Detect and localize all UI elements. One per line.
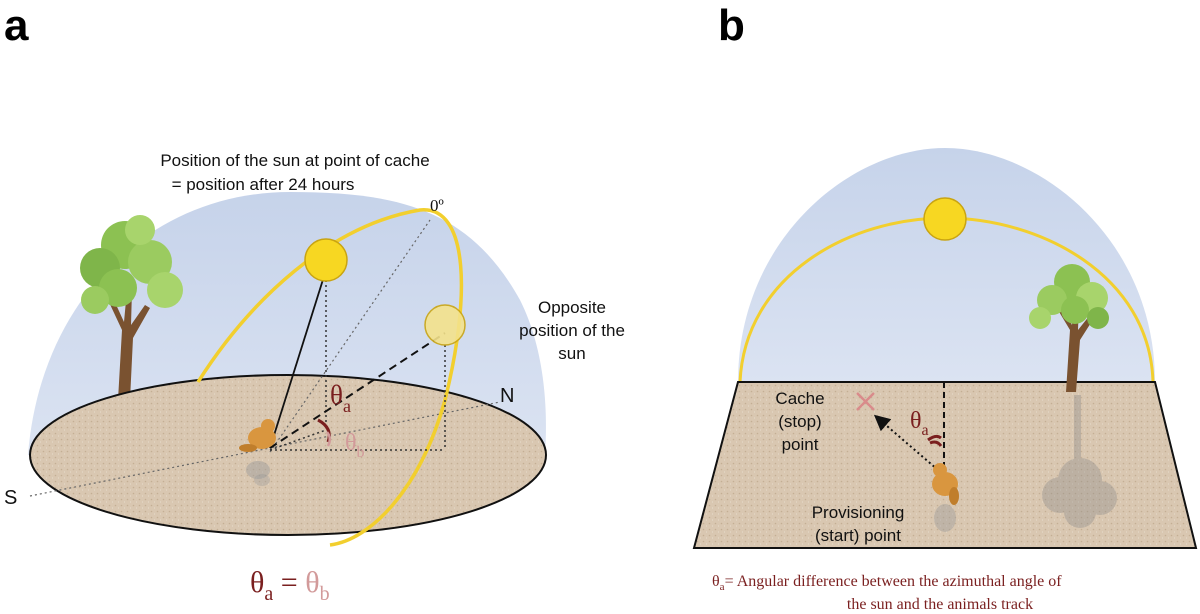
zero-degree-label: 0º [430,196,444,215]
equation-equals: = [273,566,305,599]
panel-a: a [4,1,625,605]
cache-label-line1: Cache [775,389,824,408]
opposite-sun-icon [424,304,466,346]
caption-text-line1: = Angular difference between the azimuth… [725,573,1063,590]
caption-theta: θ [712,573,720,590]
theta-b-arc [325,431,331,447]
theta-a-subscript: a [343,396,351,416]
south-label: S [4,487,17,509]
theta-a-b-subscript: a [922,422,929,439]
provisioning-label-line1: Provisioning [812,503,905,522]
sun-icon-b [923,197,967,241]
equation-theta-a: θ [250,566,264,599]
tree-b [1029,264,1109,392]
tree-shadow-b [1042,395,1117,528]
theta-a-arc-b-2 [929,440,943,447]
animal-icon-a [239,419,276,486]
cache-marker-icon [856,392,875,411]
animal-icon-b [932,463,959,532]
theta-a-b-symbol: θ [910,408,922,434]
provisioning-label-line2: (start) point [815,526,901,545]
theta-a-arc-b [927,434,942,442]
zero-degree-axis [269,219,431,453]
theta-a-label: θa [330,380,351,416]
caption-subscript: a [720,581,725,593]
panel-b-caption-line2: the sun and the animals track [847,596,1033,613]
theta-a-symbol: θ [330,380,343,410]
theta-a-label-b: θa [910,408,929,439]
panel-b-caption-line1: θa= Angular difference between the azimu… [712,573,1062,593]
panel-a-letter: a [4,1,29,50]
sun-cache-caption-line1: Position of the sun at point of cache [160,151,429,170]
theta-b-symbol: θ [345,430,357,456]
equation-theta-b: θ [305,566,319,599]
opposite-label-line1: Opposite [538,298,606,317]
theta-b-subscript: b [357,444,365,461]
opposite-sun-vector [269,332,446,449]
equation-sub-b: b [320,583,330,605]
tree-a [80,215,183,400]
opposite-label-line3: sun [558,344,585,363]
equation-sub-a: a [264,583,273,605]
sun-cache-caption-line2: = position after 24 hours [172,175,355,194]
sun-path-a [196,208,464,547]
sun-vector [269,269,327,449]
panel-b: b [692,1,1198,613]
cache-label-line2: (stop) [778,412,821,431]
sun-icon-a [304,238,348,282]
theta-equation: θa = θb [250,566,330,605]
cache-label-line3: point [782,435,819,454]
north-label: N [500,385,514,407]
opposite-label-line2: position of the [519,321,625,340]
sky-dome-b [738,148,1155,382]
theta-b-label: θb [345,430,365,461]
panel-b-letter: b [718,1,745,50]
ground-disk-a [29,374,547,536]
